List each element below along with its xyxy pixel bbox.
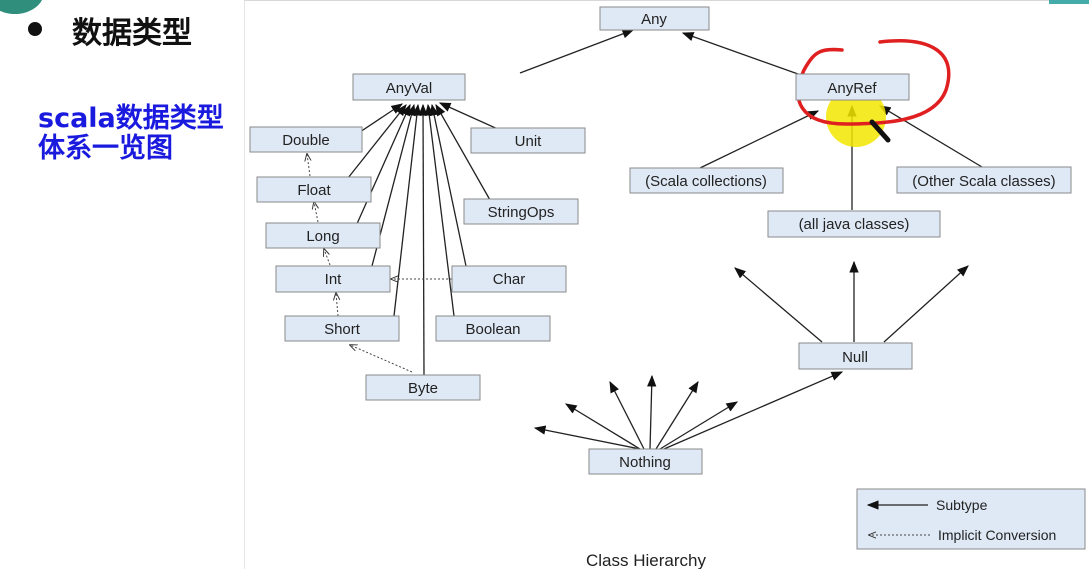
edge-float-anyval bbox=[347, 104, 407, 179]
node-short: Short bbox=[284, 315, 400, 342]
node-label: Unit bbox=[515, 133, 543, 150]
conv-long-float bbox=[314, 202, 318, 223]
edge-anyref-any bbox=[681, 32, 799, 75]
subtype-edges bbox=[329, 29, 983, 450]
node-scala-collections: (Scala collections) bbox=[629, 167, 784, 194]
node-boolean: Boolean bbox=[435, 315, 551, 342]
node-int: Int bbox=[275, 265, 391, 293]
red-annotation-circle bbox=[796, 39, 951, 126]
node-all-java-classes: (all java classes) bbox=[767, 210, 941, 238]
edge-null-right bbox=[883, 265, 969, 343]
conv-byte-short bbox=[350, 345, 413, 373]
slide-subtitle: scala数据类型体系一览图 bbox=[38, 103, 224, 164]
node-null: Null bbox=[798, 342, 913, 370]
bullet-icon bbox=[28, 22, 42, 36]
highlight-marker bbox=[826, 87, 886, 147]
edge-nothing-4 bbox=[647, 374, 657, 450]
node-label: AnyRef bbox=[827, 80, 877, 97]
node-stringops: StringOps bbox=[463, 198, 579, 225]
edge-stringops-anyval bbox=[435, 103, 491, 201]
node-label: Byte bbox=[408, 380, 438, 397]
node-label: Boolean bbox=[465, 321, 520, 338]
diagram-caption: Class Hierarchy bbox=[586, 551, 706, 569]
edge-nothing-null bbox=[663, 371, 844, 450]
node-float: Float bbox=[256, 176, 372, 203]
legend: Subtype Implicit Conversion bbox=[856, 488, 1086, 550]
node-label: (Other Scala classes) bbox=[912, 173, 1055, 190]
edge-collections-anyref bbox=[699, 110, 820, 169]
edge-nothing-2 bbox=[565, 403, 641, 450]
node-label: Double bbox=[282, 132, 330, 149]
conv-float-double bbox=[307, 154, 310, 177]
edge-other-anyref bbox=[878, 105, 983, 168]
slide-title: 数据类型 bbox=[72, 16, 192, 51]
node-anyval: AnyVal bbox=[352, 73, 466, 101]
slide-left-panel: 数据类型 scala数据类型体系一览图 bbox=[0, 0, 240, 569]
edge-nothing-5 bbox=[655, 381, 699, 450]
node-byte: Byte bbox=[365, 374, 481, 401]
node-anyref: AnyRef bbox=[795, 73, 910, 101]
node-double: Double bbox=[249, 126, 363, 153]
edge-char-anyval bbox=[429, 103, 467, 267]
node-label: Float bbox=[297, 182, 331, 199]
edge-boolean-anyval bbox=[424, 103, 455, 317]
node-label: Nothing bbox=[619, 454, 671, 471]
conversion-edges bbox=[307, 154, 452, 373]
node-unit: Unit bbox=[470, 127, 586, 154]
edge-null-left bbox=[734, 267, 823, 343]
node-label: Null bbox=[842, 349, 868, 366]
conv-short-int bbox=[336, 293, 338, 317]
edge-nothing-1 bbox=[533, 425, 641, 450]
node-long: Long bbox=[265, 222, 381, 249]
edge-anyval-any bbox=[519, 29, 635, 74]
node-label: Char bbox=[493, 271, 526, 288]
node-any: Any bbox=[599, 6, 710, 31]
node-label: (all java classes) bbox=[799, 216, 910, 233]
edge-byte-anyval bbox=[418, 103, 428, 376]
node-label: AnyVal bbox=[386, 80, 432, 97]
edge-unit-anyval bbox=[438, 102, 501, 131]
node-other-scala-classes: (Other Scala classes) bbox=[896, 166, 1072, 194]
edge-nothing-3 bbox=[609, 380, 645, 450]
node-nothing: Nothing bbox=[588, 448, 703, 475]
edge-long-anyval bbox=[355, 103, 411, 227]
node-label: Int bbox=[325, 271, 343, 288]
edge-nothing-6 bbox=[659, 401, 738, 450]
node-label: Long bbox=[306, 228, 339, 245]
pen-cursor-icon bbox=[869, 119, 891, 143]
node-label: Short bbox=[324, 321, 361, 338]
node-char: Char bbox=[451, 265, 567, 293]
node-label: Any bbox=[641, 11, 667, 28]
diagram-frame bbox=[244, 0, 1089, 569]
node-label: (Scala collections) bbox=[645, 173, 767, 190]
node-label: StringOps bbox=[488, 204, 555, 221]
conv-int-long bbox=[324, 249, 331, 266]
legend-subtype-label: Subtype bbox=[936, 497, 988, 513]
corner-accent bbox=[1049, 0, 1089, 4]
legend-conversion-label: Implicit Conversion bbox=[938, 527, 1056, 543]
